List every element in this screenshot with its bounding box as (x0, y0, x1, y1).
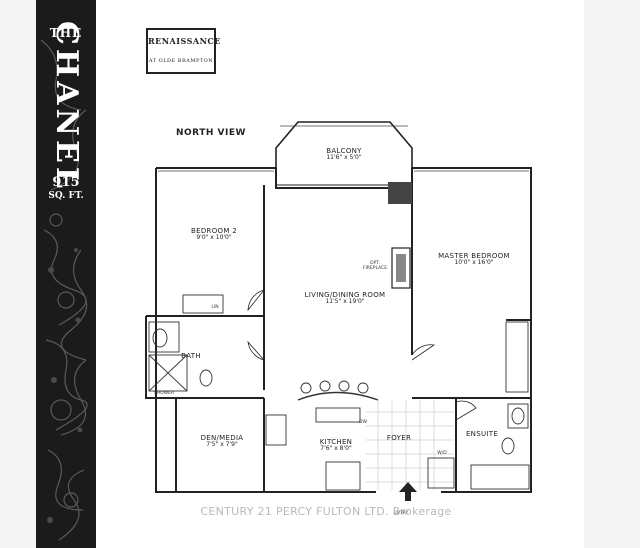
room-kitchen-name: KITCHEN (319, 438, 353, 446)
model-size: 915 (52, 175, 80, 190)
label-dw: DW (359, 420, 367, 425)
label-washer-dryer: W/D (437, 451, 447, 456)
ensuite-fixtures (427, 321, 530, 490)
label-entry: ENTRY (393, 511, 409, 516)
windows (158, 125, 529, 172)
model-size-unit: SQ. FT. (48, 191, 84, 201)
outer-wall-left-bottom (155, 168, 376, 493)
room-balcony: BALCONY 11'6" x 5'0" (314, 147, 374, 162)
damask-pattern (40, 39, 88, 541)
label-ensuite: ENSUITE (465, 430, 499, 438)
tile-floor (366, 400, 454, 490)
floor-plan-drawing (145, 121, 532, 501)
room-balcony-name: BALCONY (326, 147, 362, 155)
developer-logo: RENAISSANCE AT OLDE BRAMPTON (146, 28, 221, 74)
logo-subtitle: AT OLDE BRAMPTON (148, 58, 214, 64)
room-den-media-dims: 7'5" x 7'9" (206, 441, 238, 449)
room-master-bedroom-dims: 10'0" x 16'0" (454, 259, 494, 267)
room-bedroom-2: BEDROOM 2 9'0" x 10'0" (176, 227, 252, 242)
orientation-label: NORTH VIEW (176, 128, 246, 138)
bath-fixtures (148, 294, 224, 392)
floor-plan-sheet: THE CHANEL 915 SQ. FT. RENAISSANCE AT OL… (36, 0, 584, 548)
kitchen-fixtures (265, 380, 379, 491)
model-prefix: THE (49, 26, 83, 40)
room-kitchen: KITCHEN 7'6" x 8'0" (306, 438, 366, 453)
room-balcony-dims: 11'6" x 5'0" (326, 154, 362, 162)
room-den-media-name: DEN/MEDIA (200, 434, 244, 442)
brokerage-watermark: CENTURY 21 PERCY FULTON LTD. Brokerage (200, 505, 452, 518)
label-linen: LIN (211, 305, 219, 310)
room-bedroom-2-dims: 9'0" x 10'0" (196, 234, 232, 242)
entry-arrow (399, 482, 417, 501)
room-master-bedroom-name: MASTER BEDROOM (438, 252, 510, 260)
side-band: THE CHANEL 915 SQ. FT. (36, 0, 96, 548)
wall-bath-west (145, 316, 176, 399)
door-swings (247, 289, 477, 421)
label-bath: BATH (181, 352, 201, 360)
room-kitchen-dims: 7'6" x 8'0" (320, 445, 352, 453)
room-den-media: DEN/MEDIA 7'5" x 7'9" (186, 434, 258, 449)
logo-title: RENAISSANCE (148, 36, 221, 46)
room-living-dining: LIVING/DINING ROOM 11'5" x 19'0" (294, 291, 396, 306)
room-living-dining-name: LIVING/DINING ROOM (304, 291, 386, 299)
fireplace (388, 182, 412, 289)
label-foyer: FOYER (386, 434, 412, 442)
room-master-bedroom: MASTER BEDROOM 10'0" x 16'0" (428, 252, 520, 267)
room-living-dining-dims: 11'5" x 19'0" (325, 298, 365, 306)
room-bedroom-2-name: BEDROOM 2 (191, 227, 237, 235)
label-fireplace: OPT. FIREPLACE (362, 261, 388, 271)
label-shower: SHOWER (153, 391, 175, 396)
